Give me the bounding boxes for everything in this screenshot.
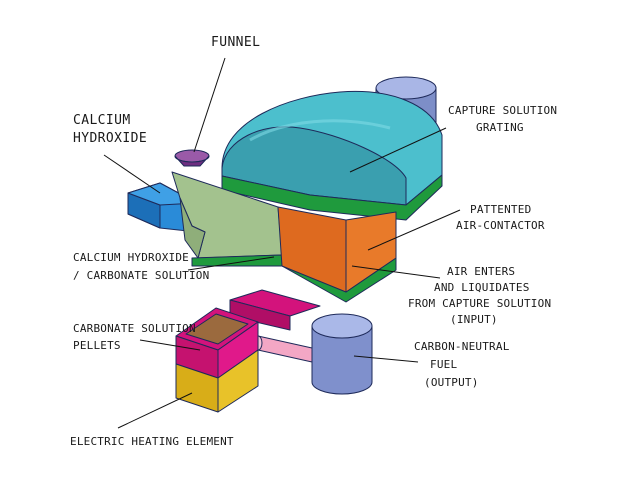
label-fuel-line3: (OUTPUT) [424,376,479,389]
label-heating-element: ELECTRIC HEATING ELEMENT [70,435,234,448]
fuel-output-pipe [253,335,313,363]
magenta-transfer-duct [229,289,321,331]
label-air-enters-line4: (INPUT) [450,313,498,326]
leader-air-contactor [367,209,461,251]
funnel [174,149,210,167]
label-fuel-line1: CARBON-NEUTRAL [414,340,510,353]
leader-funnel [193,57,226,153]
label-funnel: FUNNEL [211,35,260,50]
leader-solution [187,256,275,271]
label-solution-line2: / CARBONATE SOLUTION [73,269,209,282]
label-air-contactor-line2: AIR-CONTACTOR [456,219,545,232]
label-pellets-line2: PELLETS [73,339,121,352]
label-solution-line1: CALCIUM HYDROXIDE [73,251,189,264]
leader-grating [349,127,447,173]
label-calcium-hydroxide-line2: HYDROXIDE [73,131,147,146]
pellet-heating-block [175,307,259,413]
label-air-contactor-line1: PATTENTED [470,203,531,216]
label-calcium-hydroxide-line1: CALCIUM [73,113,131,128]
dome-base-band [221,174,443,221]
leader-fuel [353,355,419,363]
label-grating-line2: GRATING [476,121,524,134]
label-grating-line1: CAPTURE SOLUTION [448,104,557,117]
labels: FUNNEL CALCIUM HYDROXIDE CAPTURE SOLUTIO… [70,35,557,448]
air-contactor [277,206,397,293]
leader-calcium-hydroxide [103,154,161,194]
label-air-enters-line3: FROM CAPTURE SOLUTION [408,297,551,310]
leader-pellets [139,339,201,351]
fuel-output-tank [311,313,373,395]
capture-solution-grating [221,90,443,206]
leader-heating [117,392,193,429]
label-air-enters-line1: AIR ENTERS [447,265,515,278]
label-air-enters-line2: AND LIQUIDATES [434,281,530,294]
label-fuel-line2: FUEL [430,358,457,371]
leader-lines [103,57,461,429]
leader-air-enters [351,265,441,279]
label-pellets-line1: CARBONATE SOLUTION [73,322,196,335]
